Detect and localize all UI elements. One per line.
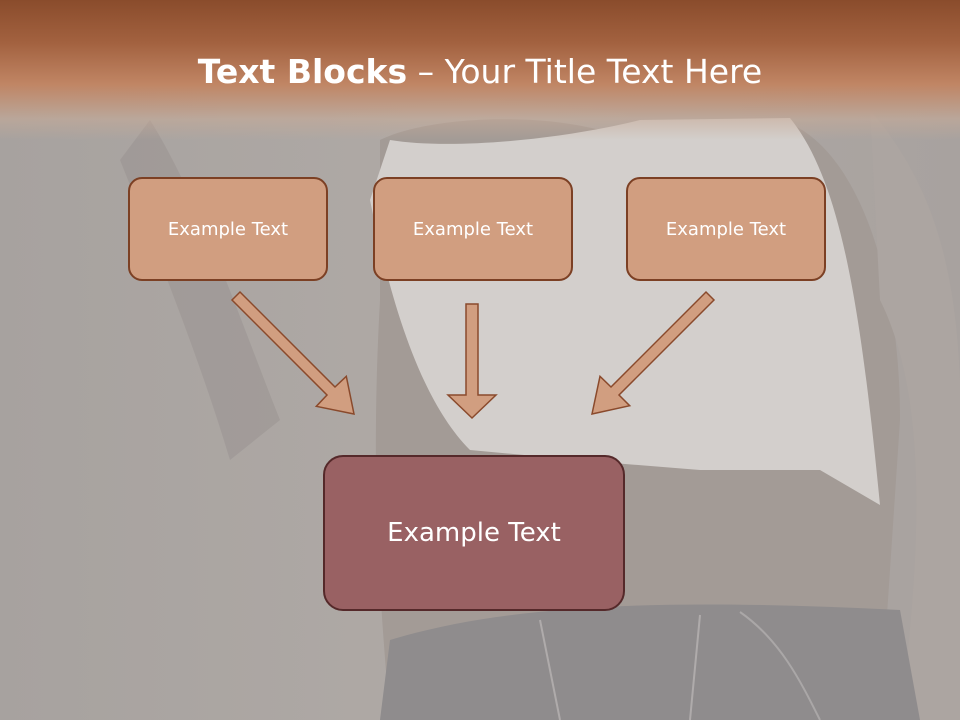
title-bar <box>0 0 960 140</box>
box-3-label: Example Text <box>665 218 787 240</box>
arrow-middle-to-center <box>446 303 498 420</box>
arrow-right-to-center <box>591 290 716 415</box>
box-1-label: Example Text <box>167 218 289 240</box>
example-text-target-box: Example Text <box>323 455 625 611</box>
title-bold: Text Blocks <box>197 52 408 91</box>
example-text-box-1: Example Text <box>128 177 328 281</box>
title-rest: – Your Title Text Here <box>407 52 763 91</box>
arrow-left-to-center <box>230 290 355 415</box>
example-text-box-3: Example Text <box>626 177 826 281</box>
example-text-box-2: Example Text <box>373 177 573 281</box>
target-box-label: Example Text <box>387 518 561 548</box>
box-2-label: Example Text <box>412 218 534 240</box>
slide-title: Text Blocks – Your Title Text Here <box>0 52 960 91</box>
